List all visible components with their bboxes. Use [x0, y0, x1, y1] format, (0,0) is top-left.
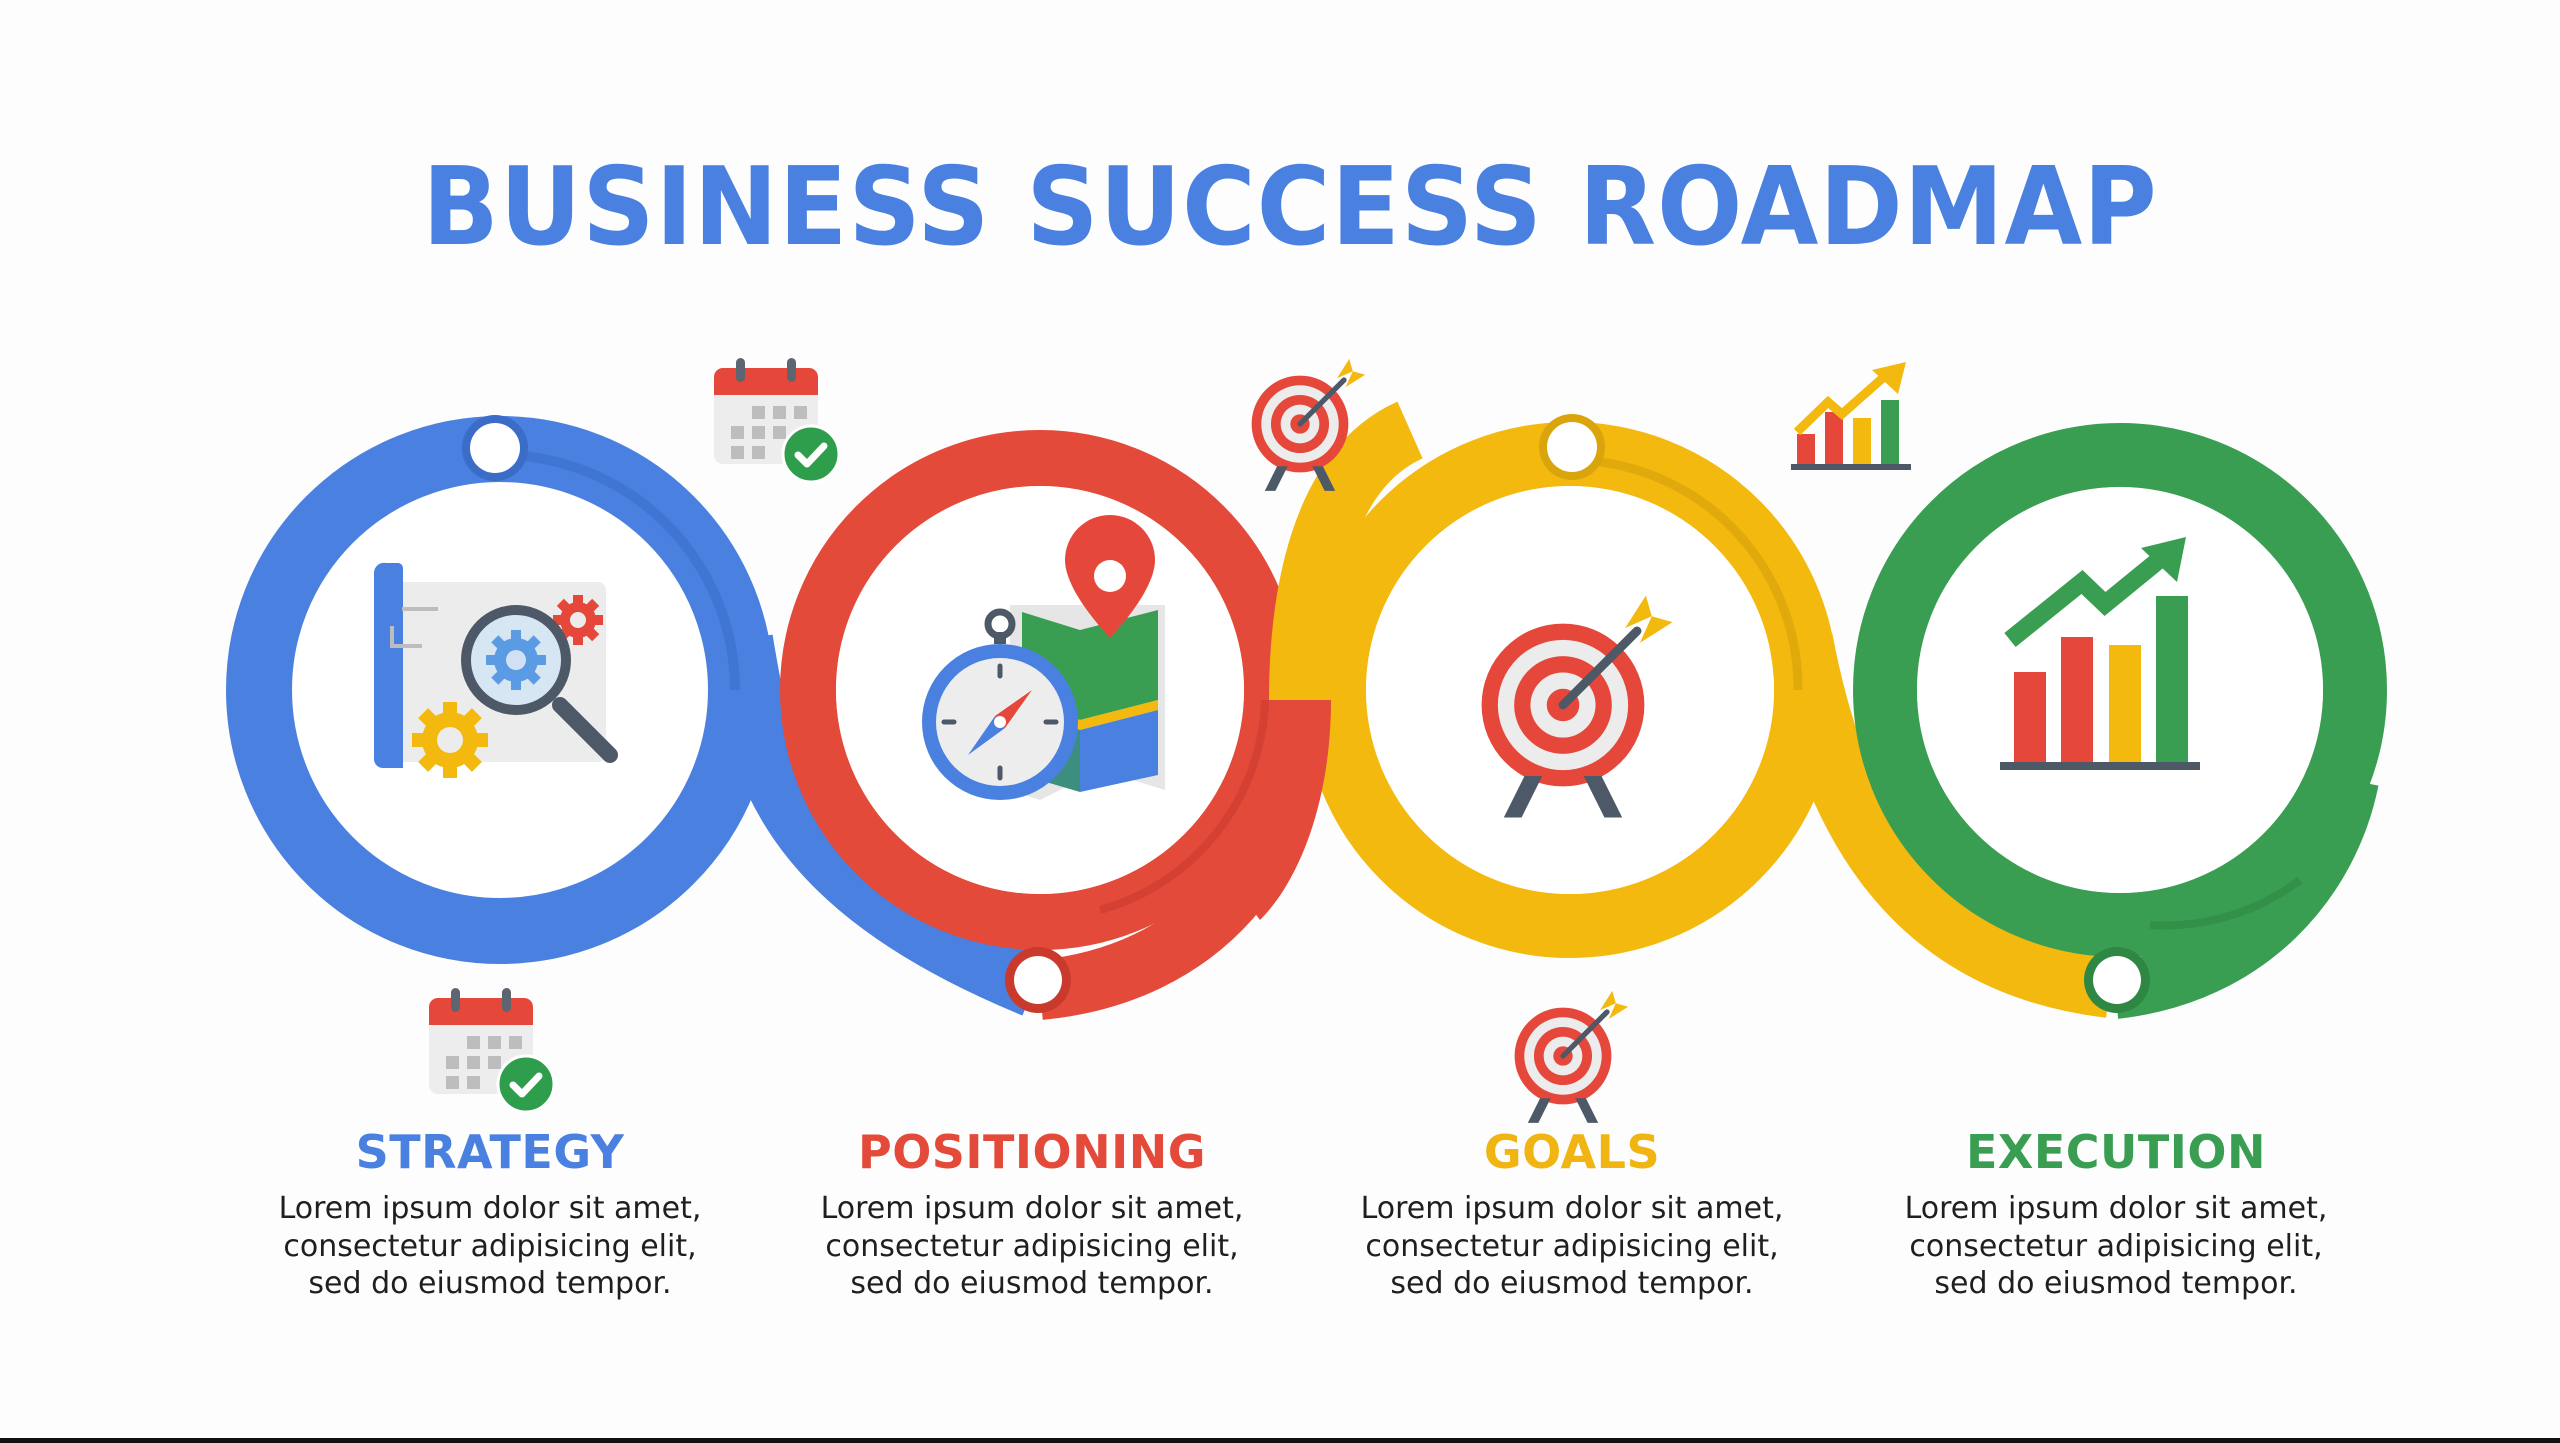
- node-positioning: [1005, 947, 1071, 1013]
- node-strategy: [462, 415, 528, 481]
- ring-goals: [1230, 401, 2115, 1018]
- step-description: Lorem ipsum dolor sit amet, consectetur …: [1360, 1191, 1784, 1301]
- step-description: Lorem ipsum dolor sit amet, consectetur …: [1904, 1191, 2328, 1301]
- bottom-border: [0, 1438, 2560, 1443]
- step-description: Lorem ipsum dolor sit amet, consectetur …: [278, 1191, 702, 1301]
- step-heading: POSITIONING: [857, 1125, 1207, 1179]
- node-goals: [1539, 414, 1605, 480]
- step-heading: EXECUTION: [1965, 1125, 2267, 1179]
- step-heading: GOALS: [1483, 1125, 1661, 1179]
- compass-map-pin-icon: [922, 515, 1165, 800]
- calendar-check-icon: [714, 358, 839, 482]
- growth-bar-chart-icon: [2000, 537, 2200, 770]
- step-execution: EXECUTION Lorem ipsum dolor sit amet, co…: [1876, 1122, 2356, 1303]
- growth-bar-chart-icon: [1791, 362, 1911, 470]
- step-goals: GOALS Lorem ipsum dolor sit amet, consec…: [1332, 1122, 1812, 1303]
- step-description: Lorem ipsum dolor sit amet, consectetur …: [820, 1191, 1244, 1301]
- blueprint-magnifier-gears-icon: [373, 562, 618, 778]
- step-strategy: STRATEGY Lorem ipsum dolor sit amet, con…: [250, 1122, 730, 1303]
- step-positioning: POSITIONING Lorem ipsum dolor sit amet, …: [792, 1122, 1272, 1303]
- calendar-check-icon: [429, 988, 554, 1112]
- page-title: BUSINESS SUCCESS ROADMAP: [422, 145, 2158, 270]
- target-arrow-icon: [1515, 991, 1629, 1123]
- ring-execution: [1853, 423, 2387, 1019]
- node-execution: [2084, 947, 2150, 1013]
- step-heading: STRATEGY: [355, 1125, 625, 1179]
